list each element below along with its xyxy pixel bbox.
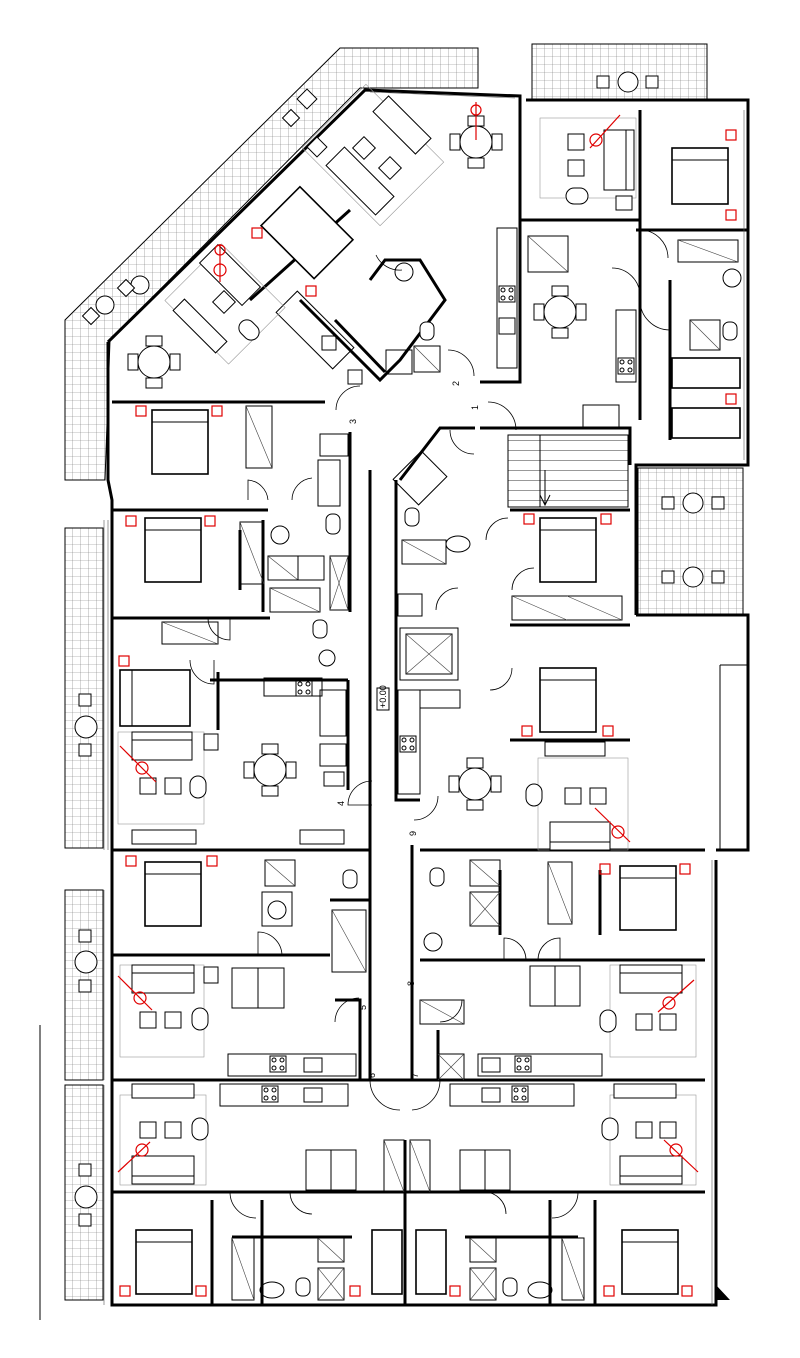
terrace-east <box>637 467 744 617</box>
door-label-2: 2 <box>451 381 461 386</box>
terrace-furniture <box>74 71 725 1227</box>
door-label-3: 3 <box>348 419 358 424</box>
elevator-icon <box>399 627 459 681</box>
exterior-walls <box>39 88 750 1320</box>
terrace-west-1 <box>64 527 104 849</box>
terraces <box>64 43 744 1301</box>
beds <box>119 147 741 1295</box>
bathrooms <box>259 262 742 1301</box>
living-rooms <box>117 83 697 1191</box>
terrace-north <box>531 43 708 100</box>
door-label-4: 4 <box>336 801 346 806</box>
smoke-detector-icon <box>117 102 737 1297</box>
terrace-northwest <box>64 47 479 481</box>
kitchens <box>219 227 637 1107</box>
windows <box>103 91 745 1305</box>
door-label-9: 9 <box>408 831 418 836</box>
door-label-8: 8 <box>406 981 416 986</box>
door-label-7: 7 <box>410 1073 420 1078</box>
corner-mark <box>716 1285 730 1300</box>
wardrobes <box>161 235 739 1301</box>
door-label-6: 6 <box>367 1073 377 1078</box>
doors <box>189 229 671 1219</box>
elevation-mark: +0.00 <box>376 685 390 711</box>
door-number-labels: 1 2 3 4 5 6 7 8 9 <box>336 381 480 1078</box>
elevation-label: +0.00 <box>378 685 388 708</box>
staircase-icon <box>507 434 629 508</box>
door-label-5: 5 <box>358 1005 368 1010</box>
door-label-1: 1 <box>470 405 480 410</box>
